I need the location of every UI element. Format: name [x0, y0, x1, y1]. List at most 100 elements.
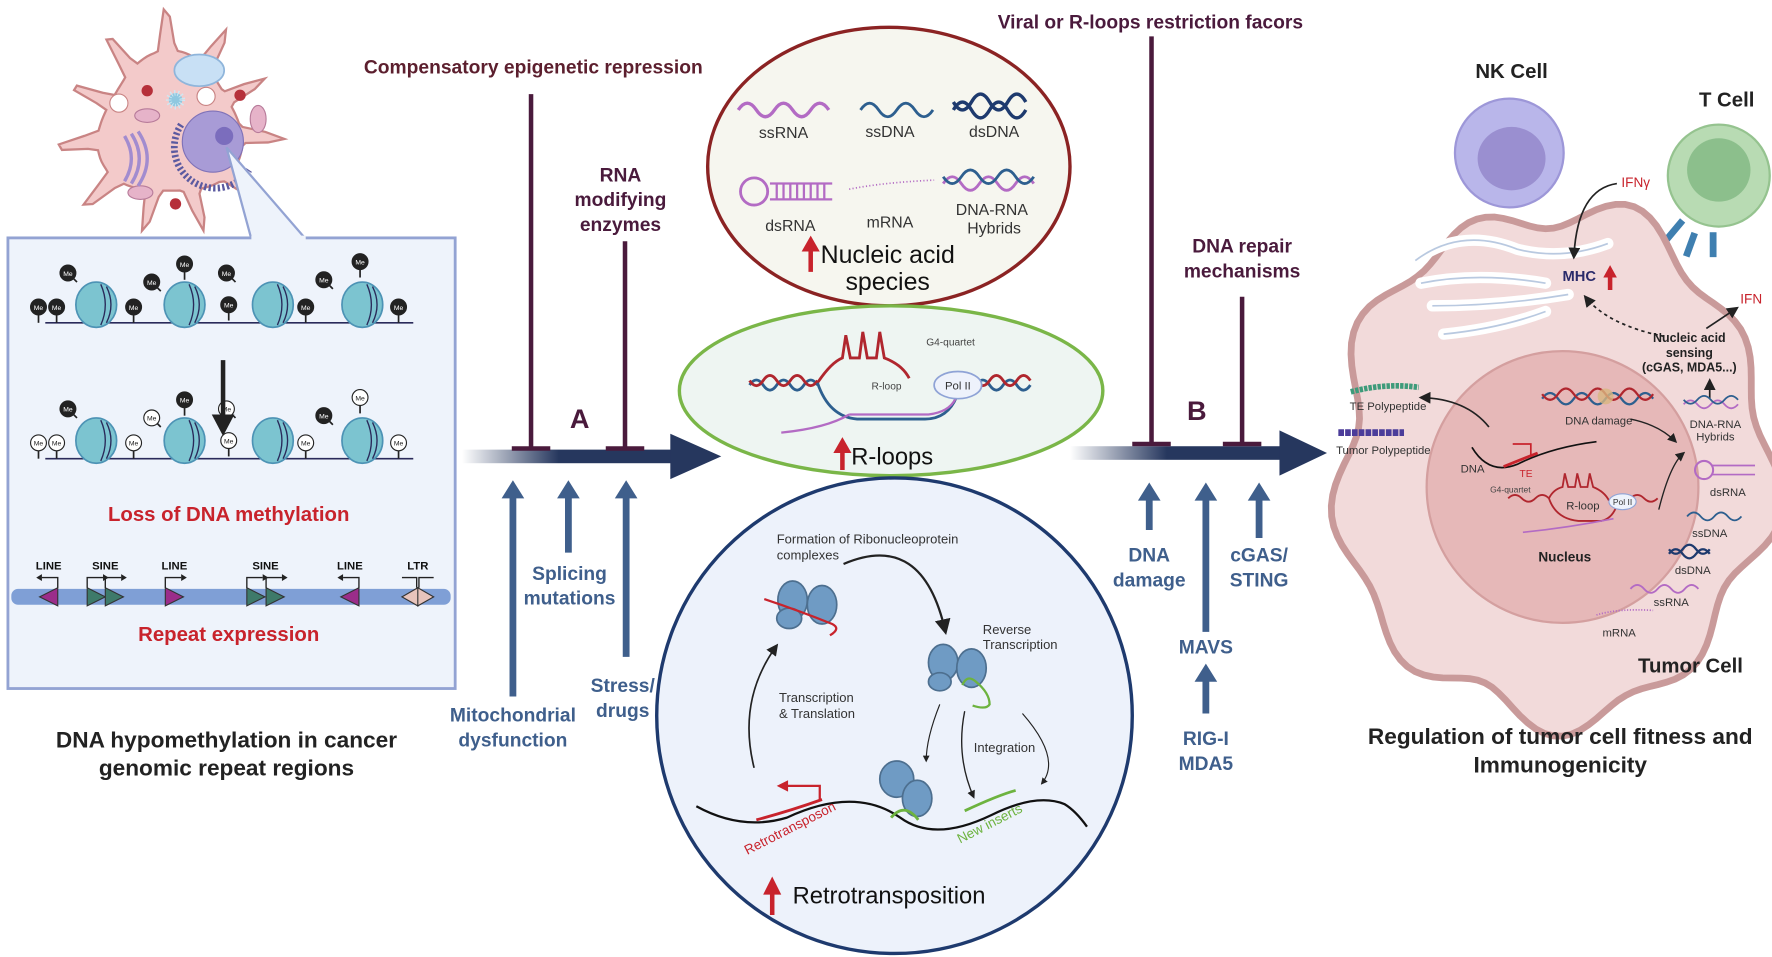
nucleosome-icon: [251, 281, 295, 329]
dna-damage-label: damage: [1113, 571, 1186, 592]
reverse-label: Transcription: [983, 637, 1058, 652]
methyl-group-icon: [143, 409, 161, 427]
sensing-to-mhc-arrow: [1583, 294, 1665, 338]
damage-star-icon: [1597, 388, 1614, 405]
species-label-tumor: ssDNA: [1692, 528, 1728, 540]
methyl-group-icon: [351, 253, 369, 271]
methyl-label: Me: [34, 305, 44, 312]
dna-wrap: [100, 284, 112, 326]
dna-damage-helix: [1541, 391, 1655, 406]
vacuole: [173, 53, 226, 88]
tt-label: Transcription: [779, 690, 854, 705]
methyl-label: Me: [222, 271, 232, 278]
repeat-expression-label: Repeat expression: [138, 624, 319, 646]
r-loop-label: R-loop: [872, 382, 902, 393]
pol-ii-icon-tumor: [1608, 493, 1637, 511]
methyl-label: Me: [52, 305, 62, 312]
repeat-element-label: LINE: [36, 561, 62, 573]
mito-label: Mitochondrial: [450, 705, 576, 726]
rt-complex: [927, 643, 988, 692]
methyl-label: Me: [63, 407, 73, 414]
nucleic-acid-title: species: [845, 268, 929, 296]
inducer-arrow-mito: [501, 480, 525, 697]
dna-rna-hybrid-icon-2: [942, 168, 1035, 185]
rnp-complex: [775, 580, 838, 630]
repeat-element-label: LINE: [161, 561, 187, 573]
tumor-cell-label: Tumor Cell: [1638, 656, 1743, 678]
te-polypeptide-label: TE Polypeptide: [1350, 401, 1427, 413]
species-label-tumor: dsDNA: [1675, 565, 1711, 577]
promoter-arrow-head: [776, 780, 789, 792]
promoter-arrow-icon: [86, 576, 104, 588]
methyl-group-icon: [48, 298, 66, 316]
inhibitor-rna-modifying: [605, 241, 645, 451]
loss-of-methylation-label: Loss of DNA methylation: [108, 504, 350, 526]
tcr-receptors: [1664, 218, 1717, 258]
dna-damage-helix-2: [1541, 387, 1655, 401]
dna-damage-label-tumor: DNA damage: [1565, 416, 1632, 428]
promoter-arrow-icon: [164, 576, 182, 588]
ifn-arrow: [1705, 306, 1739, 330]
nucleolus: [215, 126, 234, 146]
tumor-rna-strand: [1522, 517, 1614, 534]
promoter-arrow-head: [36, 574, 42, 581]
nk-cell-label: NK Cell: [1475, 61, 1547, 83]
dna-duplex-right-2: [974, 374, 1032, 388]
methyl-label: Me: [319, 278, 329, 285]
methyl-label: Me: [129, 305, 139, 312]
mavs-label: MAVS: [1179, 637, 1233, 658]
lysosome: [169, 198, 182, 210]
template-strand: [816, 382, 959, 421]
ifng-arrow: [1568, 182, 1618, 260]
main-arrow-a-head: [670, 433, 722, 480]
ifng-label: IFNγ: [1621, 175, 1650, 190]
species-label-tumor: Hybrids: [1696, 432, 1735, 444]
formation-label: complexes: [777, 547, 840, 562]
methyl-label: Me: [222, 407, 232, 414]
species-label: dsDNA: [969, 124, 1020, 141]
lysosome: [141, 85, 153, 97]
methyl-label: Me: [319, 413, 329, 420]
left-caption: genomic repeat regions: [99, 756, 354, 781]
pol-ii-label: Pol II: [945, 381, 971, 393]
species-label-tumor: dsRNA: [1710, 487, 1746, 499]
dna-duplex-right: [974, 378, 1032, 392]
methyl-label: Me: [224, 438, 234, 445]
cdna-green: [961, 677, 991, 709]
arrow-integration-1: [922, 704, 941, 763]
dsrna-stem-tumor: [1711, 464, 1756, 476]
t-cell-nucleus: [1687, 138, 1751, 202]
integration-label: Integration: [974, 740, 1036, 755]
methyl-group-icon: [217, 264, 235, 282]
dna-wrap: [366, 284, 378, 326]
te-polypeptide-icon: [1350, 383, 1420, 395]
restriction-factors-label: Viral or R-loops restriction facors: [998, 12, 1303, 33]
ssdna-icon-tumor: [1686, 511, 1743, 522]
g4-label-tumor: G4-quartet: [1490, 485, 1531, 495]
promoter-arrow-icon: [246, 576, 263, 588]
methyl-label: Me: [52, 441, 62, 448]
g4-label: G4-quartet: [926, 337, 975, 348]
nucleosome-icon: [341, 281, 384, 329]
methyl-group-icon: [315, 407, 333, 425]
stress-label: Stress/: [591, 676, 656, 697]
nucleosome-icon: [251, 417, 295, 465]
dna-wrap: [188, 284, 200, 326]
dna-wrap: [188, 419, 200, 462]
repeat-element-label: LTR: [407, 561, 428, 573]
main-arrow-b-shaft: [1069, 446, 1286, 460]
mrna-icon: [849, 179, 935, 191]
species-label: dsRNA: [765, 218, 816, 235]
right-caption: Immunogenicity: [1474, 752, 1648, 777]
right-caption: Regulation of tumor cell fitness and: [1368, 724, 1753, 749]
rna-modifying-label: RNA: [600, 165, 642, 186]
inducer-arrow-cgas: [1247, 482, 1271, 538]
methyl-group-icon: [125, 298, 143, 316]
inducer-arrow-rig: [1194, 663, 1218, 714]
repeat-element-icon: [400, 586, 435, 607]
increase-arrow-icon: [801, 235, 820, 272]
inducer-arrow-dna-damage: [1137, 482, 1161, 531]
methyl-group-icon: [48, 434, 66, 452]
repeat-element-label: LINE: [337, 561, 363, 573]
repeat-element-label: SINE: [92, 561, 119, 573]
